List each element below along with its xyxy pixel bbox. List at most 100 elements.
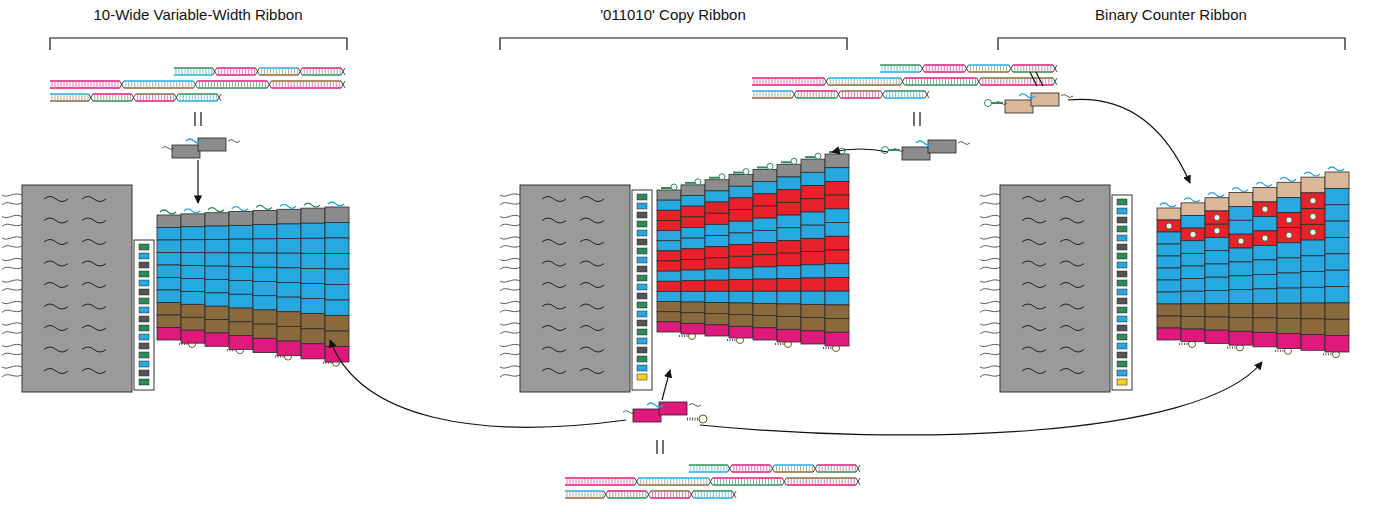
- base-pair: [279, 82, 280, 87]
- base-pair: [61, 95, 62, 100]
- wave: [1060, 240, 1084, 245]
- fringe-loop: [500, 366, 520, 377]
- tile: [205, 293, 229, 306]
- fringe-loop: [500, 344, 520, 355]
- base-pair: [691, 479, 692, 484]
- base-pair: [192, 95, 193, 100]
- base-pair: [1032, 66, 1033, 71]
- base-pair: [714, 479, 715, 484]
- tile: [825, 181, 849, 195]
- base-pair: [698, 492, 699, 497]
- base-pair: [754, 79, 755, 84]
- seed-bar: [637, 194, 647, 200]
- tile: [825, 250, 849, 264]
- base-pair: [646, 479, 647, 484]
- seed-bar: [1117, 325, 1127, 331]
- strand: [774, 464, 813, 465]
- strand: [981, 77, 1053, 78]
- base-pair: [735, 479, 736, 484]
- base-pair: [570, 492, 571, 497]
- base-pair: [719, 492, 720, 497]
- base-pair: [906, 66, 907, 71]
- base-pair: [245, 69, 246, 74]
- hairpin-stem: [661, 187, 671, 189]
- base-pair: [294, 69, 295, 74]
- tile: [681, 270, 705, 281]
- base-pair: [900, 66, 901, 71]
- crossover: [770, 465, 774, 472]
- tile: [1181, 279, 1205, 292]
- crossover: [194, 81, 198, 88]
- base-pair: [636, 492, 637, 497]
- wave: [580, 240, 604, 245]
- tile: [205, 253, 229, 266]
- tile: [729, 198, 753, 210]
- base-pair: [213, 95, 214, 100]
- base-pair: [579, 479, 580, 484]
- base-pair: [720, 466, 721, 471]
- seed-bar: [637, 203, 647, 209]
- base-pair: [309, 82, 310, 87]
- dna-tile-molecule: [752, 65, 1057, 98]
- tile: [205, 266, 229, 279]
- strand: [198, 87, 268, 88]
- ribbon: [500, 148, 849, 392]
- base-pair: [708, 466, 709, 471]
- base-pair: [185, 82, 186, 87]
- hairpin-stem: [775, 343, 785, 345]
- tile: [729, 256, 753, 268]
- base-pair: [576, 492, 577, 497]
- base-pair: [828, 466, 829, 471]
- seed-bar: [637, 248, 647, 254]
- seed-bar: [139, 370, 149, 376]
- tile: [777, 190, 801, 203]
- tile: [1253, 260, 1277, 274]
- base-pair: [199, 69, 200, 74]
- crossover: [920, 65, 924, 72]
- base-pair: [655, 479, 656, 484]
- base-pair: [776, 466, 777, 471]
- base-pair: [265, 82, 266, 87]
- tile: [253, 253, 277, 267]
- base-pair: [208, 82, 209, 87]
- base-pair: [765, 479, 766, 484]
- base-pair: [849, 466, 850, 471]
- strand: [50, 100, 89, 101]
- strand: [174, 74, 213, 75]
- base-pair: [704, 492, 705, 497]
- base-pair: [303, 82, 304, 87]
- base-pair: [825, 466, 826, 471]
- base-pair: [161, 95, 162, 100]
- base-pair: [140, 82, 141, 87]
- base-pair: [661, 492, 662, 497]
- base-pair: [161, 82, 162, 87]
- hairpin-stem: [1323, 353, 1333, 355]
- base-pair: [909, 79, 910, 84]
- hairpin-loop: [695, 179, 701, 185]
- base-pair: [1044, 66, 1045, 71]
- tile: [729, 186, 753, 198]
- base-pair: [910, 92, 911, 97]
- base-pair: [827, 479, 828, 484]
- tile: [301, 223, 325, 238]
- base-pair: [717, 466, 718, 471]
- tile: [729, 315, 753, 327]
- base-pair: [830, 79, 831, 84]
- seed-bar: [139, 280, 149, 286]
- tile: [729, 291, 753, 303]
- tile: [777, 279, 801, 292]
- dot: [1262, 206, 1268, 212]
- base-pair: [615, 492, 616, 497]
- base-pair: [893, 79, 894, 84]
- tile: [681, 302, 705, 313]
- base-pair: [582, 492, 583, 497]
- base-pair: [982, 66, 983, 71]
- base-pair: [840, 466, 841, 471]
- base-pair: [912, 66, 913, 71]
- tile: [825, 236, 849, 250]
- base-pair: [176, 82, 177, 87]
- seed-bar: [1117, 235, 1127, 241]
- base-pair: [199, 82, 200, 87]
- crossover: [89, 94, 93, 101]
